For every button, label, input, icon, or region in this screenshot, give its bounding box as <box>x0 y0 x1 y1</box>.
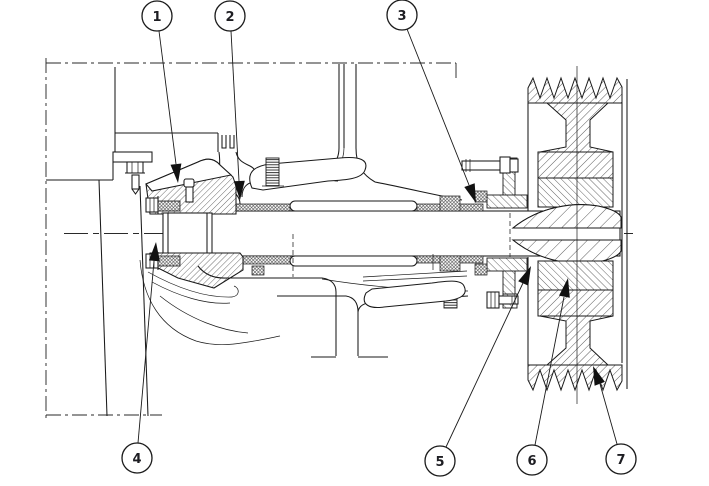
impeller-vane-top <box>249 157 367 191</box>
callout-balloon-2 <box>214 0 246 32</box>
callout-1: 1 <box>141 0 182 183</box>
leader-line-5 <box>445 282 524 448</box>
callout-number-6: 6 <box>527 454 536 469</box>
arrowhead-1 <box>170 163 182 183</box>
phantom-boundary-lines <box>45 58 457 420</box>
callout-2: 2 <box>214 0 246 200</box>
leader-line-3 <box>406 28 470 186</box>
belt-pulley <box>511 66 628 404</box>
callout-number-3: 3 <box>397 9 406 24</box>
callout-number-4: 4 <box>132 452 141 467</box>
leader-line-1 <box>158 30 177 165</box>
leader-line-6 <box>534 296 565 446</box>
callout-balloon-7 <box>605 443 637 475</box>
callout-7: 7 <box>593 366 637 475</box>
seal-carrier-top <box>439 156 528 212</box>
callout-number-1: 1 <box>152 10 161 25</box>
flange-bolt <box>125 161 145 195</box>
callout-balloon-5 <box>424 445 456 477</box>
callout-number-5: 5 <box>435 455 444 470</box>
callout-number-7: 7 <box>616 453 625 468</box>
callout-balloon-6 <box>516 444 548 476</box>
leader-line-2 <box>230 30 240 182</box>
hidden-lines <box>292 213 511 277</box>
fan-hub-cone-top <box>145 158 237 215</box>
arrowhead-6 <box>559 278 570 298</box>
fan-hub-bore <box>162 212 213 256</box>
callout-3: 3 <box>386 0 476 203</box>
seal-carrier-bottom <box>439 255 528 309</box>
callout-5: 5 <box>424 266 531 477</box>
callout-balloon-1 <box>141 0 173 32</box>
callout-6: 6 <box>516 278 570 476</box>
callout-number-2: 2 <box>225 10 234 25</box>
leader-line-7 <box>599 383 618 445</box>
arrowhead-3 <box>464 183 476 203</box>
callout-balloon-3 <box>386 0 418 31</box>
engine-block-outline <box>46 67 281 417</box>
pump-housing-lower-outline <box>197 265 469 358</box>
arrowhead-5 <box>518 266 531 286</box>
callout-4: 4 <box>121 242 160 474</box>
arrowhead-2 <box>233 180 245 200</box>
arrowhead-7 <box>593 366 605 386</box>
leader-line-4 <box>137 260 155 444</box>
callout-balloon-4 <box>121 442 153 474</box>
arrowhead-4 <box>148 242 160 262</box>
